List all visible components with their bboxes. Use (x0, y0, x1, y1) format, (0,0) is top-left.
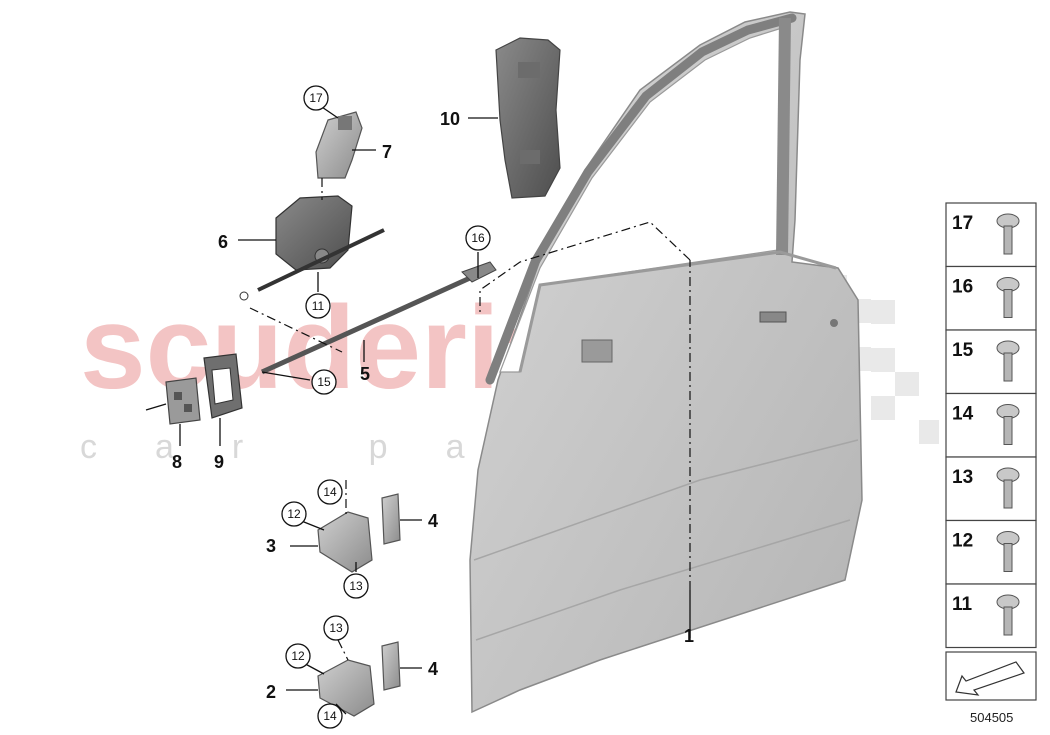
part-4-hinge-lower (381, 641, 401, 691)
bolt-icon (996, 467, 1020, 509)
callout-15: 15 (311, 369, 337, 395)
bolt-icon (996, 531, 1020, 572)
part-7-bracket (315, 111, 363, 179)
label-5: 5 (360, 364, 370, 384)
svg-text:12: 12 (291, 649, 305, 663)
callout-13-lower: 13 (323, 615, 349, 641)
bolt-icon (996, 340, 1020, 382)
part-4-hinge-upper (381, 493, 401, 545)
door-shell-part-1 (469, 11, 863, 714)
label-1: 1 (684, 626, 694, 646)
callout-11: 11 (305, 293, 331, 319)
parts-list-item: 13 (945, 456, 1037, 522)
parts-list-item: 12 (945, 519, 1037, 585)
label-3: 3 (266, 536, 276, 556)
label-4-upper: 4 (428, 511, 438, 531)
parts-list-number: 11 (952, 594, 973, 615)
part-9-grommet (203, 353, 243, 419)
svg-text:11: 11 (312, 299, 325, 313)
svg-text:17: 17 (309, 91, 323, 105)
parts-list-number: 12 (952, 531, 973, 552)
label-2: 2 (266, 682, 276, 702)
parts-list-item: 17 (945, 202, 1037, 268)
bolt-icon (996, 594, 1020, 636)
callout-14-lower: 14 (317, 703, 343, 729)
part-5-rod (260, 261, 497, 375)
diagram-code: 504505 (970, 710, 1013, 725)
label-10: 10 (440, 109, 460, 129)
parts-list-item: 15 (945, 329, 1037, 395)
parts-list-item: 14 (945, 392, 1037, 458)
label-6: 6 (218, 232, 228, 252)
parts-list-number: 13 (952, 467, 973, 488)
parts-list-number: 17 (952, 213, 973, 234)
svg-text:12: 12 (287, 507, 301, 521)
parts-list-number: 14 (952, 404, 974, 425)
parts-list-panel: 17 16 15 14 13 12 11 (945, 202, 1037, 649)
bolt-icon (996, 404, 1020, 445)
svg-text:16: 16 (471, 231, 485, 245)
parts-list-item: 16 (945, 265, 1037, 331)
parts-list-number: 16 (952, 277, 973, 298)
label-8: 8 (172, 452, 182, 472)
callout-14-upper: 14 (317, 479, 343, 505)
svg-text:15: 15 (317, 375, 331, 389)
part-8-cover (165, 377, 201, 425)
bolt-icon (996, 277, 1020, 318)
bolt-icon (996, 213, 1020, 255)
direction-arrow-icon (955, 661, 1025, 696)
part-10-seal (495, 37, 561, 199)
direction-arrow-box (945, 651, 1037, 701)
label-9: 9 (214, 452, 224, 472)
callout-12-lower: 12 (285, 643, 311, 669)
svg-text:14: 14 (323, 709, 337, 723)
part-6-lock (239, 195, 385, 301)
svg-text:14: 14 (323, 485, 337, 499)
callout-13-upper: 13 (343, 573, 369, 599)
leader-lines (145, 102, 691, 715)
label-7: 7 (382, 142, 392, 162)
label-4-lower: 4 (428, 659, 438, 679)
callout-12-upper: 12 (281, 501, 307, 527)
svg-text:13: 13 (349, 579, 363, 593)
part-3-hinge-upper (317, 511, 373, 573)
callout-17: 17 (303, 85, 329, 111)
parts-list-number: 15 (952, 340, 974, 361)
callout-16: 16 (465, 225, 491, 251)
svg-text:13: 13 (329, 621, 343, 635)
parts-list-item: 11 (945, 583, 1037, 649)
